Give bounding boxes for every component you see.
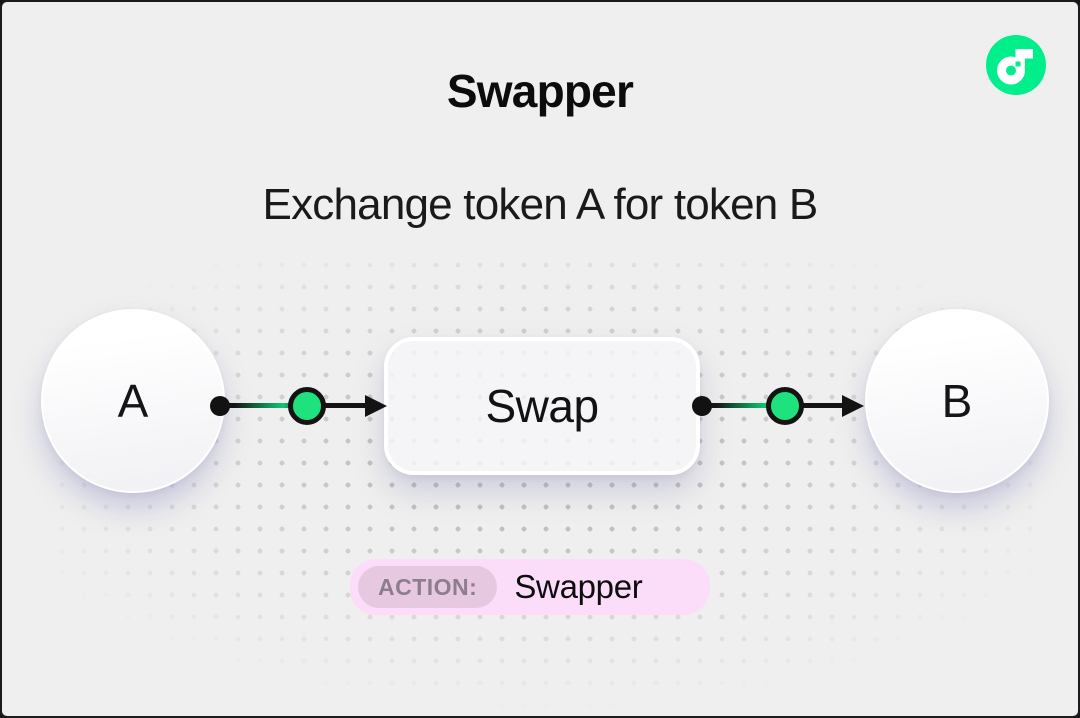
token-a-node: A [41, 309, 225, 493]
flow-logo [986, 35, 1046, 95]
swap-label: Swap [485, 380, 599, 432]
connector-left-token-indicator [288, 387, 326, 425]
arrowhead-right-icon [365, 395, 387, 417]
arrowhead-right-icon [842, 395, 864, 417]
token-a-label: A [117, 375, 149, 427]
flow-logo-icon [986, 35, 1046, 95]
token-b-label: B [941, 375, 973, 427]
swap-node: Swap [384, 337, 700, 475]
action-badge: ACTION: Swapper [350, 559, 710, 615]
action-badge-value: Swapper [514, 568, 643, 605]
page-title: Swapper [446, 65, 634, 117]
connector-right-token-indicator [766, 387, 804, 425]
connector-right-start-dot [692, 396, 712, 416]
connector-left-start-dot [210, 396, 230, 416]
token-b-node: B [865, 309, 1049, 493]
dot-grid-background [42, 245, 1042, 711]
action-badge-label: ACTION: [358, 566, 498, 608]
page-subtitle: Exchange token A for token B [262, 180, 819, 229]
